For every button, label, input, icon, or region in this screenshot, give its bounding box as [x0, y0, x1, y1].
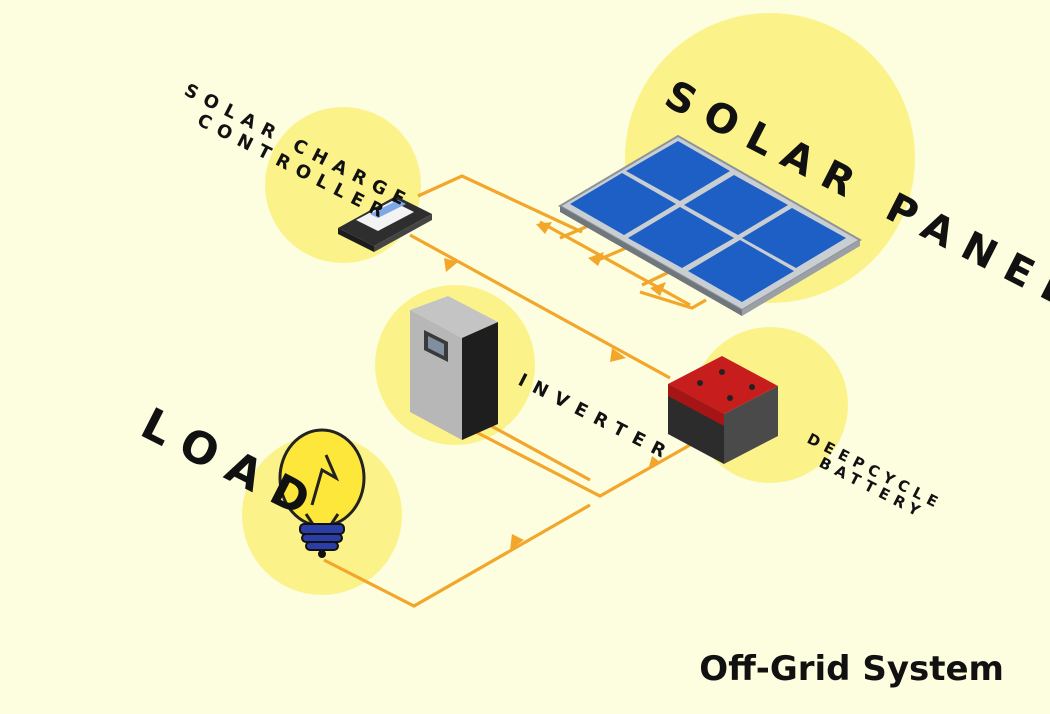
- charge-controller-icon: [338, 196, 432, 252]
- arrow-panel-2: [650, 282, 666, 296]
- arrow-to-load: [510, 534, 524, 550]
- wire-controller-to-panel: [417, 174, 583, 234]
- wire-panel-rail: [539, 220, 691, 307]
- light-bulb-icon: [278, 428, 366, 558]
- wire-panel-return: [639, 290, 707, 310]
- arrow-battery-out: [648, 456, 660, 470]
- solar-panel-icon: [558, 134, 862, 316]
- arrow-controller-down: [444, 258, 458, 272]
- arrow-to-battery: [610, 348, 626, 362]
- wire-controller-to-battery: [409, 233, 671, 380]
- flow-arrows: [444, 222, 666, 550]
- diagram-title: Off-Grid System: [699, 649, 1004, 689]
- battery-icon: [668, 356, 778, 464]
- wire-inverter-out: [483, 420, 591, 482]
- inverter-icon: [410, 296, 498, 440]
- wire-to-load: [323, 503, 591, 608]
- arrow-panel-1: [588, 252, 604, 266]
- arrow-to-controller: [536, 222, 552, 234]
